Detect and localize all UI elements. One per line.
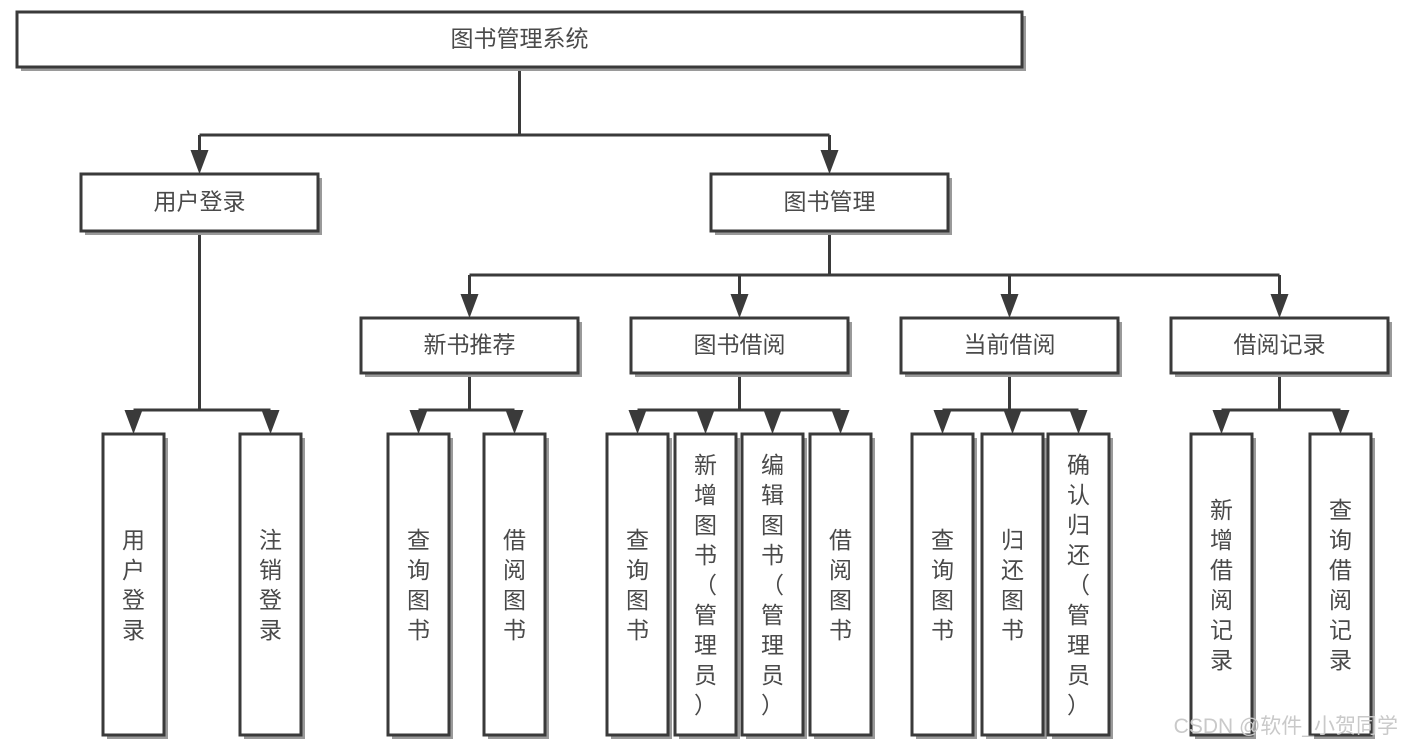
node-leaf-edit-book[interactable]: 编辑图书（管理员）	[740, 432, 807, 739]
node-label: 编辑图书（管理员）	[761, 452, 784, 718]
node-leaf-borrow-book-2[interactable]: 借阅图书	[808, 432, 875, 739]
arrow-head-icon	[763, 410, 782, 434]
node-leaf-user-logout[interactable]: 注销登录	[238, 432, 305, 739]
node-label: 查询图书	[626, 527, 649, 643]
node-leaf-add-book[interactable]: 新增图书（管理员）	[673, 432, 740, 739]
node-label: 借阅记录	[1234, 332, 1326, 358]
node-leaf-query-record[interactable]: 查询借阅记录	[1308, 432, 1375, 739]
node-book-borrow[interactable]: 图书借阅	[629, 316, 852, 377]
node-label: 确认归还（管理员）	[1067, 452, 1090, 718]
node-borrow-record[interactable]: 借阅记录	[1169, 316, 1392, 377]
node-leaf-user-login[interactable]: 用户登录	[101, 432, 168, 739]
node-label: 新增图书（管理员）	[694, 452, 717, 718]
node-leaf-borrow-book-1[interactable]: 借阅图书	[482, 432, 549, 739]
arrow-head-icon	[628, 410, 647, 434]
node-label: 借阅图书	[829, 527, 852, 643]
arrow-head-icon	[1270, 294, 1289, 318]
arrow-head-icon	[1069, 410, 1088, 434]
connectors-layer	[124, 67, 1350, 434]
node-label: 借阅图书	[503, 527, 526, 643]
node-current-borrow[interactable]: 当前借阅	[899, 316, 1122, 377]
arrow-head-icon	[505, 410, 524, 434]
node-leaf-confirm-return[interactable]: 确认归还（管理员）	[1046, 432, 1113, 739]
node-leaf-return-book[interactable]: 归还图书	[980, 432, 1047, 739]
node-label: 注销登录	[259, 527, 282, 643]
node-label: 用户登录	[122, 527, 145, 643]
node-leaf-query-book-1[interactable]: 查询图书	[386, 432, 453, 739]
node-label: 图书借阅	[694, 332, 786, 358]
arrow-head-icon	[730, 294, 749, 318]
nodes-layer: 图书管理系统用户登录图书管理新书推荐图书借阅当前借阅借阅记录用户登录注销登录查询…	[15, 10, 1392, 739]
arrow-head-icon	[124, 410, 143, 434]
node-label: 图书管理系统	[451, 26, 589, 52]
node-label: 查询借阅记录	[1329, 497, 1352, 673]
arrow-head-icon	[1331, 410, 1350, 434]
node-label: 用户登录	[154, 189, 246, 215]
node-root-root[interactable]: 图书管理系统	[15, 10, 1026, 71]
node-leaf-query-book-2[interactable]: 查询图书	[605, 432, 672, 739]
node-leaf-add-record[interactable]: 新增借阅记录	[1189, 432, 1256, 739]
arrow-head-icon	[1212, 410, 1231, 434]
arrow-head-icon	[820, 150, 839, 174]
node-user-login[interactable]: 用户登录	[79, 172, 322, 235]
arrow-head-icon	[190, 150, 209, 174]
node-book-manage[interactable]: 图书管理	[709, 172, 952, 235]
node-label: 新增借阅记录	[1210, 497, 1233, 673]
node-label: 查询图书	[407, 527, 430, 643]
arrow-head-icon	[409, 410, 428, 434]
node-label: 图书管理	[784, 189, 876, 215]
arrow-head-icon	[831, 410, 850, 434]
arrow-head-icon	[1003, 410, 1022, 434]
node-label: 当前借阅	[964, 332, 1056, 358]
csdn-watermark: CSDN @软件_小贺同学	[1174, 715, 1398, 738]
arrow-head-icon	[933, 410, 952, 434]
arrow-head-icon	[261, 410, 280, 434]
arrow-head-icon	[1000, 294, 1019, 318]
node-label: 归还图书	[1001, 527, 1024, 643]
node-leaf-query-book-3[interactable]: 查询图书	[910, 432, 977, 739]
node-new-book-recommend[interactable]: 新书推荐	[359, 316, 582, 377]
arrow-head-icon	[460, 294, 479, 318]
node-label: 新书推荐	[424, 332, 516, 358]
node-label: 查询图书	[931, 527, 954, 643]
arrow-head-icon	[696, 410, 715, 434]
